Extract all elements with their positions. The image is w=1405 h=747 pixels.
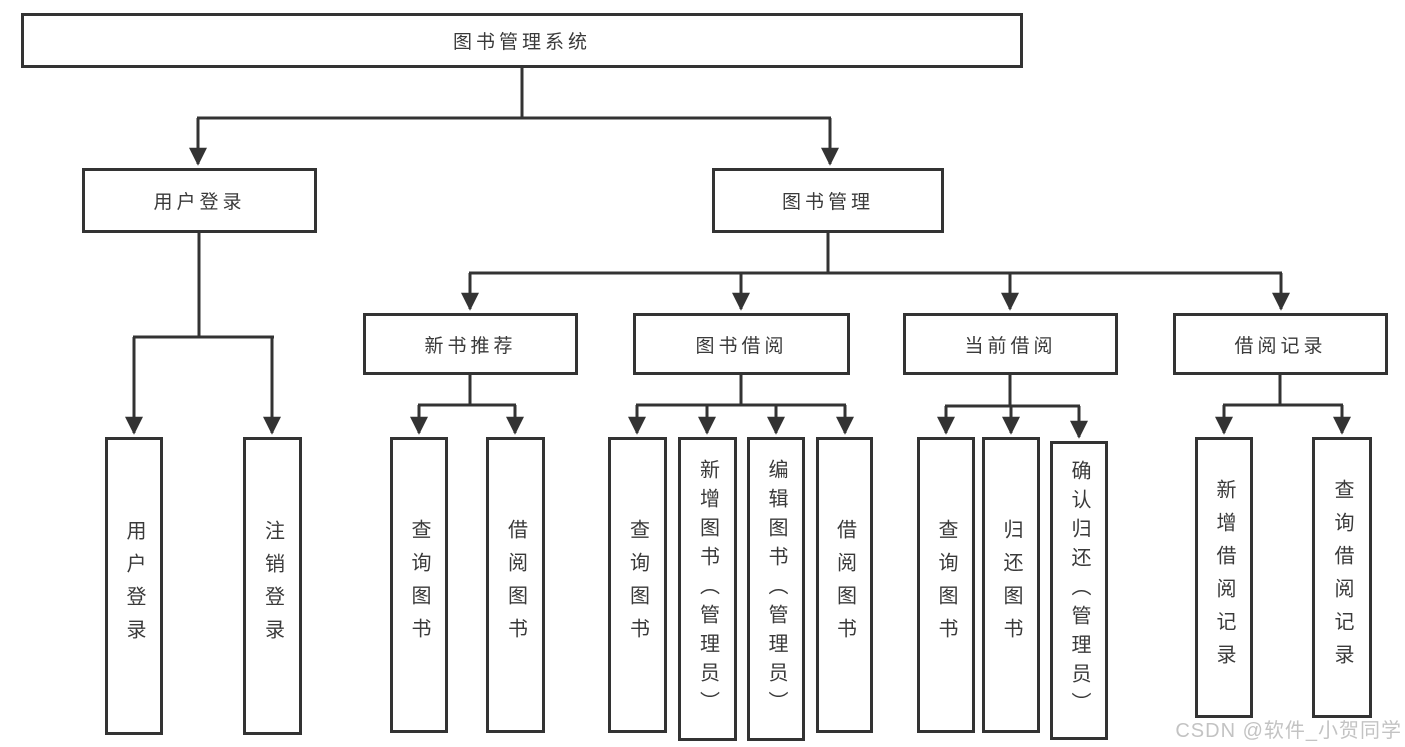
node-leaf-add-borrow-record: 新增借阅记录 [1195,437,1253,718]
node-leaf-user-login: 用户登录 [105,437,163,735]
connector-user-login-to-leaves [125,233,281,435]
node-user-login: 用户登录 [82,168,317,233]
node-leaf-query-borrow-record-label: 查询借阅记录 [1331,478,1353,677]
node-leaf-query-borrow-record: 查询借阅记录 [1312,437,1372,718]
node-leaf-query-books-3-label: 查询图书 [935,519,957,651]
connector-book-borrow-to-leaves [628,375,854,435]
node-new-book-recommend: 新书推荐 [363,313,578,375]
node-leaf-return-books-label: 归还图书 [1000,519,1022,651]
node-leaf-edit-books-admin: 编辑图书（管理员） [747,437,805,741]
node-leaf-query-books-3: 查询图书 [917,437,975,733]
node-leaf-query-books-2-label: 查询图书 [626,519,649,651]
node-borrow-records: 借阅记录 [1173,313,1388,375]
node-leaf-add-books-admin: 新增图书（管理员） [678,437,737,741]
node-leaf-query-books-1-label: 查询图书 [408,519,430,651]
node-leaf-user-login-label: 用户登录 [123,520,145,652]
node-leaf-add-borrow-record-label: 新增借阅记录 [1213,478,1235,677]
node-leaf-query-books-1: 查询图书 [390,437,448,733]
node-leaf-borrow-books-1: 借阅图书 [486,437,545,733]
connector-book-management-to-level3 [461,233,1290,311]
node-leaf-confirm-return-admin: 确认归还（管理员） [1050,441,1108,740]
connector-current-borrow-to-leaves [937,375,1088,439]
csdn-watermark: CSDN @软件_小贺同学 [1175,720,1402,742]
node-library-system: 图书管理系统 [21,13,1023,68]
connector-new-book-to-leaves [410,375,524,435]
node-leaf-logout-label: 注销登录 [261,520,284,652]
connector-root-to-level2 [189,68,839,166]
node-leaf-return-books: 归还图书 [982,437,1040,733]
node-book-management: 图书管理 [712,168,944,233]
node-leaf-confirm-return-admin-label: 确认归还（管理员） [1068,460,1090,721]
node-leaf-borrow-books-2: 借阅图书 [816,437,873,733]
node-leaf-borrow-books-1-label: 借阅图书 [504,519,527,651]
node-leaf-query-books-2: 查询图书 [608,437,667,733]
node-current-borrow: 当前借阅 [903,313,1118,375]
connector-records-to-leaves [1215,375,1351,435]
node-leaf-add-books-admin-label: 新增图书（管理员） [696,458,719,720]
node-leaf-edit-books-admin-label: 编辑图书（管理员） [765,458,787,720]
node-book-borrow: 图书借阅 [633,313,850,375]
node-leaf-borrow-books-2-label: 借阅图书 [833,519,856,651]
node-leaf-logout: 注销登录 [243,437,302,735]
